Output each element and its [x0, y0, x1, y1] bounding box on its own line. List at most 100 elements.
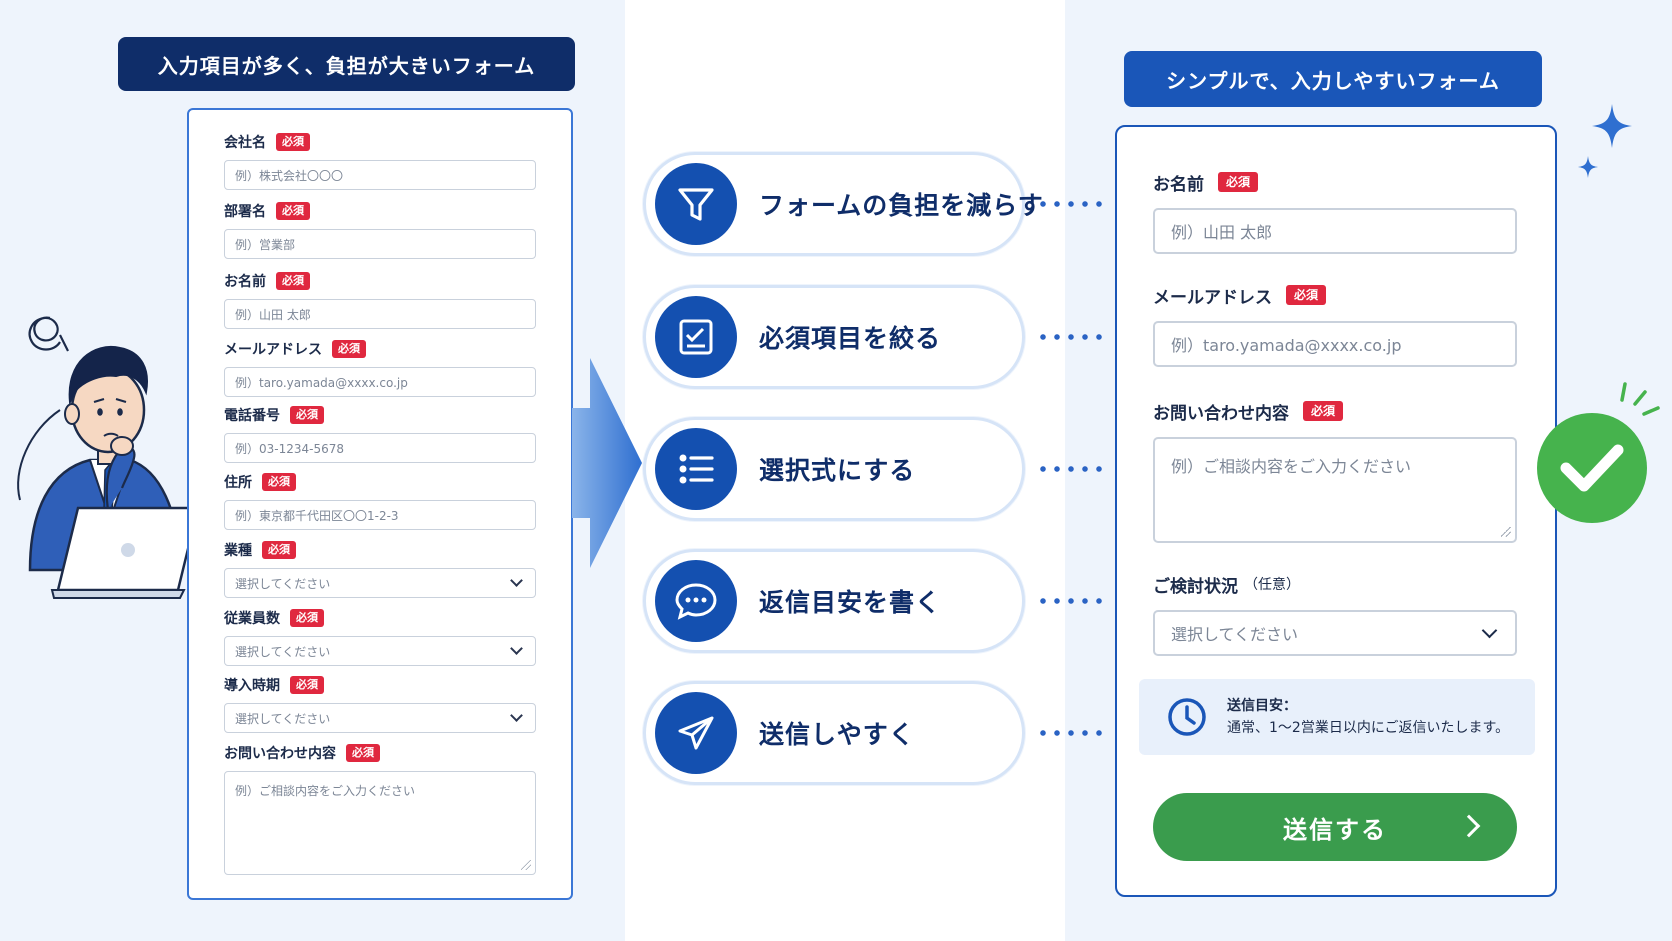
dotted-connector	[1036, 598, 1102, 604]
email-input[interactable]: 例）taro.yamada@xxxx.co.jp	[224, 367, 536, 397]
form-field-email: メールアドレス必須 例）taro.yamada@xxxx.co.jp	[224, 339, 536, 397]
chat-bubble-icon	[675, 583, 717, 620]
employees-select[interactable]: 選択してください	[224, 636, 536, 666]
dotted-connector	[1036, 466, 1102, 472]
field-label: 住所	[224, 475, 252, 491]
paper-plane-icon	[678, 716, 714, 750]
status-select[interactable]: 選択してください	[1153, 610, 1517, 656]
tip-limit-required: 必須項目を絞る	[643, 285, 1025, 389]
field-label: お名前	[224, 274, 266, 290]
dotted-connector	[1036, 334, 1102, 340]
required-badge: 必須	[276, 202, 310, 220]
email-input[interactable]: 例）taro.yamada@xxxx.co.jp	[1153, 321, 1517, 367]
chevron-down-icon	[510, 709, 523, 722]
confusion-swirl-icon	[28, 316, 69, 352]
form-field-name: お名前必須 例）山田 太郎	[224, 271, 536, 329]
form-field-phone: 電話番号必須 例）03-1234-5678	[224, 405, 536, 463]
input-placeholder: 例）東京都千代田区〇〇1-2-3	[235, 508, 399, 523]
tip-icon-circle	[655, 428, 737, 510]
form-field-employees: 従業員数必須 選択してください	[224, 608, 536, 666]
field-label: メールアドレス	[224, 342, 322, 358]
required-badge: 必須	[346, 744, 380, 762]
chevron-down-icon	[510, 642, 523, 655]
form-field-email: メールアドレス必須 例）taro.yamada@xxxx.co.jp	[1153, 283, 1517, 367]
chevron-right-icon	[1457, 814, 1481, 838]
input-placeholder: 例）03-1234-5678	[235, 441, 345, 456]
worried-person-illustration	[17, 316, 198, 599]
right-title: シンプルで、入力しやすいフォーム	[1124, 51, 1542, 107]
inquiry-textarea[interactable]: 例）ご相談内容をご入力ください	[1153, 437, 1517, 543]
checkmark-icon	[1537, 382, 1660, 523]
field-label: お問い合わせ内容	[224, 746, 336, 762]
field-label: 従業員数	[224, 611, 280, 627]
checklist-icon	[679, 319, 713, 355]
input-placeholder: 例）taro.yamada@xxxx.co.jp	[235, 375, 408, 390]
required-badge: 必須	[262, 541, 296, 559]
required-badge: 必須	[262, 473, 296, 491]
address-input[interactable]: 例）東京都千代田区〇〇1-2-3	[224, 500, 536, 530]
field-label: メールアドレス	[1153, 287, 1272, 308]
form-field-inquiry: お問い合わせ内容必須 例）ご相談内容をご入力ください	[224, 743, 536, 875]
input-placeholder: 例）営業部	[235, 237, 296, 252]
tip-label: 選択式にする	[759, 456, 916, 485]
timing-select[interactable]: 選択してください	[224, 703, 536, 733]
funnel-icon	[678, 188, 714, 221]
name-input[interactable]: 例）山田 太郎	[1153, 208, 1517, 254]
submit-button[interactable]: 送信する	[1153, 793, 1517, 861]
select-placeholder: 選択してください	[235, 644, 331, 659]
dotted-connector	[1036, 730, 1102, 736]
form-field-department: 部署名必須 例）営業部	[224, 201, 536, 259]
reply-notice: 送信目安： 通常、1〜2営業日以内にご返信いたします。	[1139, 679, 1535, 755]
select-placeholder: 選択してください	[235, 576, 331, 591]
tip-label: 送信しやすく	[759, 720, 915, 749]
field-label: お名前	[1153, 174, 1204, 195]
long-form-card: 会社名必須 例）株式会社〇〇〇 部署名必須 例）営業部 お名前必須 例）山田 太…	[187, 108, 573, 900]
department-input[interactable]: 例）営業部	[224, 229, 536, 259]
notice-title: 送信目安：	[1227, 698, 1297, 714]
required-badge: 必須	[332, 340, 366, 358]
required-badge: 必須	[1303, 401, 1344, 421]
textarea-placeholder: 例）ご相談内容をご入力ください	[1171, 457, 1412, 476]
field-label: お問い合わせ内容	[1153, 403, 1289, 424]
phone-input[interactable]: 例）03-1234-5678	[224, 433, 536, 463]
sparkle-icon	[1578, 104, 1632, 178]
submit-label: 送信する	[1283, 815, 1387, 844]
chevron-down-icon	[1481, 622, 1498, 639]
tip-icon-circle	[655, 163, 737, 245]
tip-icon-circle	[655, 296, 737, 378]
form-field-address: 住所必須 例）東京都千代田区〇〇1-2-3	[224, 472, 536, 530]
input-placeholder: 例）taro.yamada@xxxx.co.jp	[1171, 336, 1402, 355]
field-label: 業種	[224, 543, 252, 559]
industry-select[interactable]: 選択してください	[224, 568, 536, 598]
required-badge: 必須	[290, 676, 324, 694]
form-field-company: 会社名必須 例）株式会社〇〇〇	[224, 132, 536, 190]
inquiry-textarea[interactable]: 例）ご相談内容をご入力ください	[224, 771, 536, 875]
tip-reply-estimate: 返信目安を書く	[643, 549, 1025, 653]
company-input[interactable]: 例）株式会社〇〇〇	[224, 160, 536, 190]
name-input[interactable]: 例）山田 太郎	[224, 299, 536, 329]
resize-handle-icon[interactable]	[1501, 527, 1511, 537]
tip-use-selection: 選択式にする	[643, 417, 1025, 521]
simple-form-card: お名前必須 例）山田 太郎 メールアドレス必須 例）taro.yamada@xx…	[1115, 125, 1557, 897]
tip-icon-circle	[655, 692, 737, 774]
field-label: 会社名	[224, 135, 266, 151]
field-label: ご検討状況	[1153, 576, 1238, 597]
tip-label: 返信目安を書く	[759, 588, 942, 617]
select-placeholder: 選択してください	[1171, 625, 1299, 644]
select-placeholder: 選択してください	[235, 711, 331, 726]
list-icon	[679, 454, 714, 484]
chevron-down-icon	[510, 574, 523, 587]
form-field-name: お名前必須 例）山田 太郎	[1153, 170, 1517, 254]
tip-easy-submit: 送信しやすく	[643, 681, 1025, 785]
form-field-inquiry: お問い合わせ内容必須 例）ご相談内容をご入力ください	[1153, 399, 1517, 543]
notice-text: 送信目安： 通常、1〜2営業日以内にご返信いたします。	[1227, 695, 1509, 739]
input-placeholder: 例）山田 太郎	[235, 307, 311, 322]
resize-handle-icon[interactable]	[521, 860, 531, 870]
textarea-placeholder: 例）ご相談内容をご入力ください	[235, 784, 416, 798]
required-badge: 必須	[276, 272, 310, 290]
field-label: 導入時期	[224, 678, 280, 694]
required-badge: 必須	[290, 406, 324, 424]
required-badge: 必須	[1218, 172, 1259, 192]
dotted-connector	[1036, 201, 1102, 207]
input-placeholder: 例）株式会社〇〇〇	[235, 168, 344, 183]
